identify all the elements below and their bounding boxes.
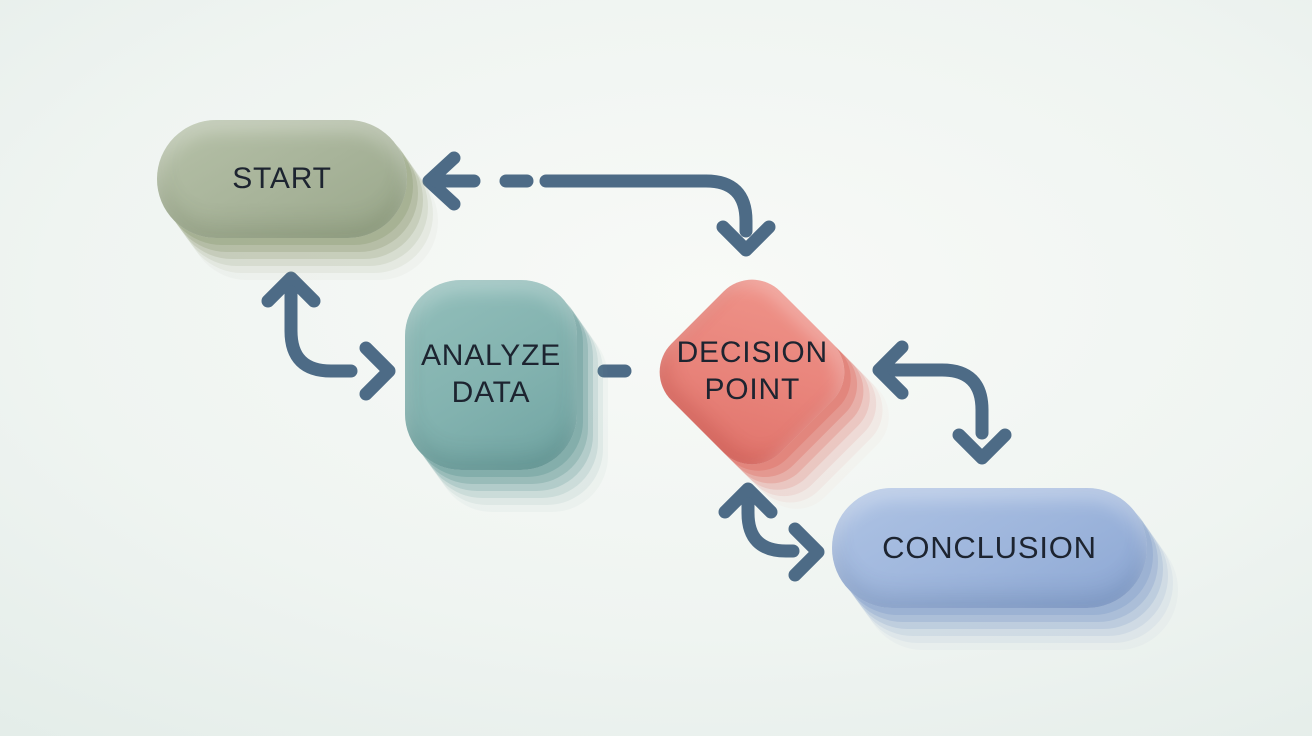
node-conclusion-label: CONCLUSION — [882, 530, 1097, 566]
arrow-shaft — [887, 363, 989, 440]
arrowhead-right-icon — [359, 341, 396, 401]
connector-decision-conclusion-bottom — [718, 482, 825, 582]
node-analyze-data-label: ANALYZE DATA — [420, 339, 562, 409]
arrow-shaft — [284, 285, 358, 378]
connector-decision-to-start — [422, 151, 776, 257]
arrowhead-right-icon — [788, 522, 825, 582]
arrowhead-down-icon — [716, 220, 776, 257]
arrowhead-left-icon — [872, 340, 909, 400]
arrow-shaft — [741, 497, 800, 558]
arrowhead-up-icon — [718, 482, 778, 519]
node-conclusion: CONCLUSION — [832, 488, 1147, 608]
arrowhead-left-icon — [422, 151, 461, 211]
arrowhead-up-icon — [261, 271, 321, 308]
connector-start-analyze — [261, 271, 396, 401]
node-analyze-data: ANALYZE DATA — [405, 280, 577, 470]
node-decision-point: DECISION POINT — [643, 263, 861, 481]
node-decision-point-label: DECISION POINT — [676, 336, 828, 406]
node-start-label: START — [232, 161, 332, 195]
connector-decision-conclusion-right — [872, 340, 1012, 465]
arrow-shaft — [539, 174, 753, 238]
node-start: START — [157, 120, 407, 238]
arrowhead-down-icon — [952, 428, 1012, 465]
